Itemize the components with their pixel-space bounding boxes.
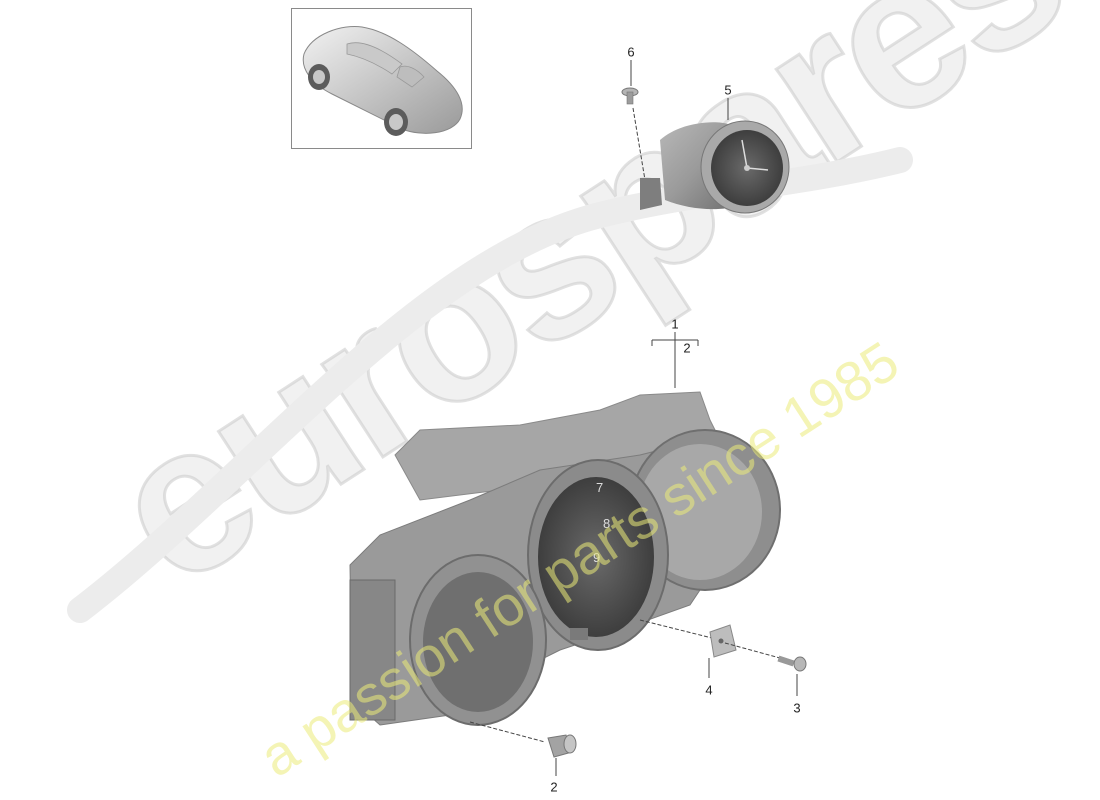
car-icon: [302, 25, 463, 136]
part-3-screw: [724, 642, 807, 696]
callout-2-knob[interactable]: 2: [550, 779, 558, 795]
part-1-instrument-cluster: 7 8 9: [349, 391, 781, 726]
part-6-screw: [621, 60, 646, 181]
svg-text:8: 8: [603, 516, 610, 531]
part-4-nut: [639, 619, 737, 678]
callout-6[interactable]: 6: [627, 44, 635, 60]
callout-3[interactable]: 3: [793, 700, 801, 716]
part-2-knob: [469, 721, 577, 776]
callout-bracket-1-2: [651, 332, 699, 388]
callout-5[interactable]: 5: [724, 82, 732, 98]
callout-2[interactable]: 2: [683, 340, 691, 356]
part-5-clock: [640, 98, 790, 214]
car-thumbnail[interactable]: [291, 8, 472, 149]
svg-text:7: 7: [596, 480, 603, 495]
callout-1[interactable]: 1: [671, 316, 679, 332]
callout-4[interactable]: 4: [705, 682, 713, 698]
svg-text:9: 9: [593, 550, 600, 565]
